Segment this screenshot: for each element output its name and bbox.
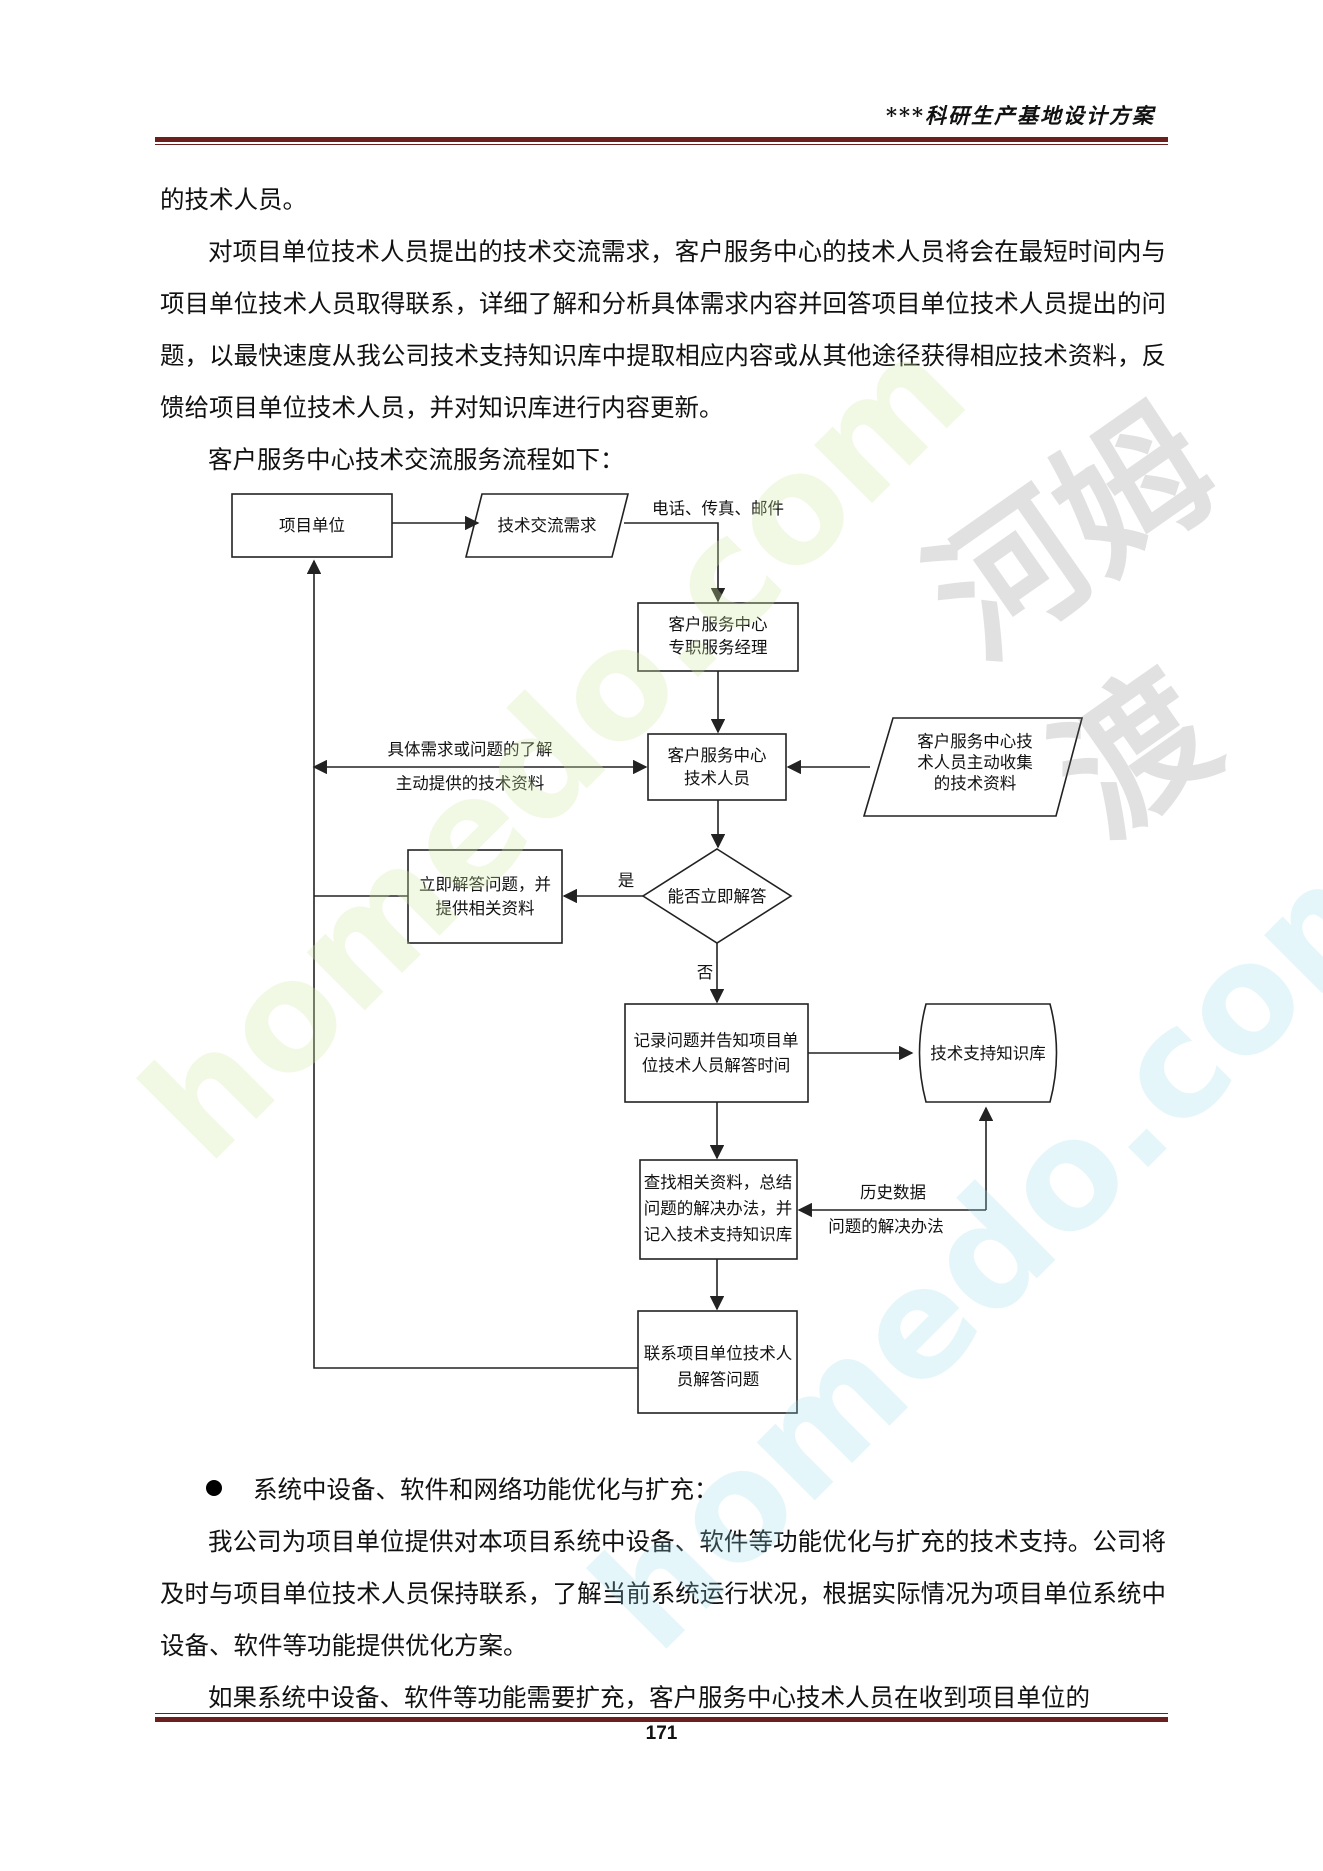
node-collected-material-line2: 术人员主动收集: [917, 753, 1033, 772]
feedback-label-line2: 主动提供的技术资料: [396, 774, 545, 793]
node-record-line2: 位技术人员解答时间: [642, 1056, 791, 1075]
feedback-label-line1: 具体需求或问题的了解: [388, 740, 553, 759]
node-tech-exchange-demand-label: 技术交流需求: [498, 516, 597, 535]
node-immediate-answer-line1: 立即解答问题，并: [419, 875, 551, 894]
channels-label: 电话、传真、邮件: [652, 499, 784, 518]
node-knowledge-base: [918, 1003, 1058, 1103]
node-tech-staff: [647, 733, 787, 801]
yes-label: 是: [618, 871, 635, 890]
node-search-line3: 记入技术支持知识库: [644, 1225, 793, 1244]
header-rule-thin: [155, 144, 1168, 145]
node-knowledge-base-label: 技术支持知识库: [930, 1044, 1046, 1063]
page-number: 171: [645, 1723, 678, 1744]
node-tech-exchange-demand: [464, 493, 630, 558]
node-contact: [637, 1310, 798, 1414]
node-project-unit-label: 项目单位: [279, 516, 345, 535]
node-tech-staff-line2: 技术人员: [684, 769, 750, 788]
no-label: 否: [697, 963, 714, 982]
node-record-line1: 记录问题并告知项目单: [634, 1031, 799, 1050]
node-project-unit: [231, 493, 393, 558]
paragraph-5: 如果系统中设备、软件等功能需要扩充，客户服务中心技术人员在收到项目单位的: [208, 1683, 1090, 1712]
node-service-manager: [637, 602, 799, 672]
node-immediate-answer-line2: 提供相关资料: [436, 899, 535, 918]
node-search-line2: 问题的解决办法，并: [644, 1199, 793, 1218]
node-service-manager-line1: 客户服务中心: [669, 615, 768, 634]
footer-rule: [155, 1717, 1168, 1722]
node-contact-line2: 员解答问题: [677, 1370, 760, 1389]
paragraph-2: 对项目单位技术人员提出的技术交流需求，客户服务中心的技术人员将会在最短时间内与项…: [160, 237, 1166, 422]
node-search: [639, 1159, 798, 1260]
header-rule: [155, 137, 1168, 142]
node-decision-label: 能否立即解答: [668, 887, 768, 906]
header-title: ***科研生产基地设计方案: [886, 103, 1155, 128]
bullet-dot: [206, 1480, 222, 1496]
node-record: [624, 1003, 809, 1103]
history-label-line1: 历史数据: [860, 1183, 926, 1202]
node-immediate-answer: [407, 849, 563, 944]
node-collected-material: [862, 717, 1084, 817]
node-search-line1: 查找相关资料，总结: [644, 1173, 793, 1192]
paragraph-1: 的技术人员。: [160, 185, 307, 214]
arrow-contact-to-unit: [306, 559, 638, 1369]
node-tech-staff-line1: 客户服务中心: [668, 746, 767, 765]
node-collected-material-line1: 客户服务中心技: [917, 732, 1033, 751]
paragraph-3: 客户服务中心技术交流服务流程如下：: [208, 445, 625, 474]
arrow-demand-to-manager: [624, 522, 726, 603]
footer-rule-thin: [155, 1713, 1168, 1714]
node-service-manager-line2: 专职服务经理: [669, 638, 768, 657]
paragraph-4: 我公司为项目单位提供对本项目系统中设备、软件等功能优化与扩充的技术支持。公司将及…: [160, 1527, 1166, 1660]
node-collected-material-line3: 的技术资料: [934, 774, 1017, 793]
node-contact-line1: 联系项目单位技术人: [644, 1344, 793, 1363]
history-label-line2: 问题的解决办法: [828, 1217, 944, 1236]
bullet-heading: 系统中设备、软件和网络功能优化与扩充：: [253, 1475, 719, 1504]
